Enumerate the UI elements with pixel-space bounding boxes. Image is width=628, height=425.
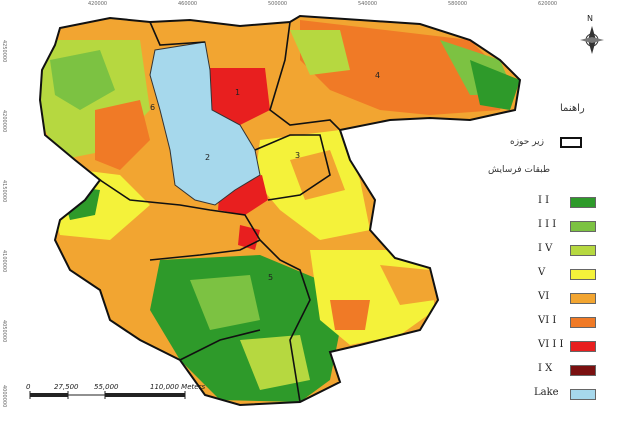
scale-label: 0	[26, 383, 31, 391]
subbasin-number: 2	[205, 153, 210, 162]
top-tick: 420000	[88, 1, 108, 7]
legend-class-label: Lake	[534, 387, 559, 398]
top-tick: 580000	[448, 1, 468, 7]
north-arrow-icon	[580, 26, 604, 54]
subbasin-number: 1	[235, 88, 240, 97]
left-tick: 4250000	[1, 40, 7, 63]
legend-title: راهنما	[560, 103, 585, 114]
legend-class-swatch	[570, 245, 596, 256]
legend-class-swatch	[570, 269, 596, 280]
top-tick: 460000	[178, 1, 198, 7]
boundary-label: زیر حوزه	[510, 137, 544, 147]
legend-class-label: V	[538, 267, 546, 278]
left-tick: 4050000	[1, 320, 7, 343]
boundary-swatch	[560, 137, 582, 148]
subbasin-number: 6	[150, 103, 155, 112]
subbasin-number: 3	[295, 151, 300, 160]
legend-class-label: VI	[538, 291, 550, 302]
scale-label: 55,000	[94, 383, 119, 391]
legend-class-label: I I	[538, 195, 550, 206]
left-tick: 4150000	[1, 180, 7, 203]
top-tick: 540000	[358, 1, 378, 7]
legend-class-swatch	[570, 221, 596, 232]
legend-class-swatch	[570, 341, 596, 352]
subbasin-number: 4	[375, 71, 380, 80]
legend-class-swatch	[570, 389, 596, 400]
left-tick: 4000000	[1, 385, 7, 408]
legend-class-label: I V	[538, 243, 553, 254]
legend-class-swatch	[570, 293, 596, 304]
legend-class-label: I X	[538, 363, 553, 374]
scale-bar	[29, 391, 186, 399]
legend-class-label: VI I	[538, 315, 557, 326]
legend-class-label: VI I I	[538, 339, 564, 350]
top-tick: 500000	[268, 1, 288, 7]
legend-class-swatch	[570, 197, 596, 208]
legend-class-swatch	[570, 365, 596, 376]
classes-title: طبقات فرسایش	[488, 165, 551, 175]
left-tick: 4100000	[1, 250, 7, 273]
north-label: N	[587, 14, 593, 23]
legend-class-swatch	[570, 317, 596, 328]
legend-class-label: I I I	[538, 219, 557, 230]
top-tick: 620000	[538, 1, 558, 7]
scale-label: 110,000 Meters	[150, 383, 206, 391]
scale-label: 27,500	[54, 383, 79, 391]
left-tick: 4200000	[1, 110, 7, 133]
subbasin-number: 5	[268, 273, 273, 282]
